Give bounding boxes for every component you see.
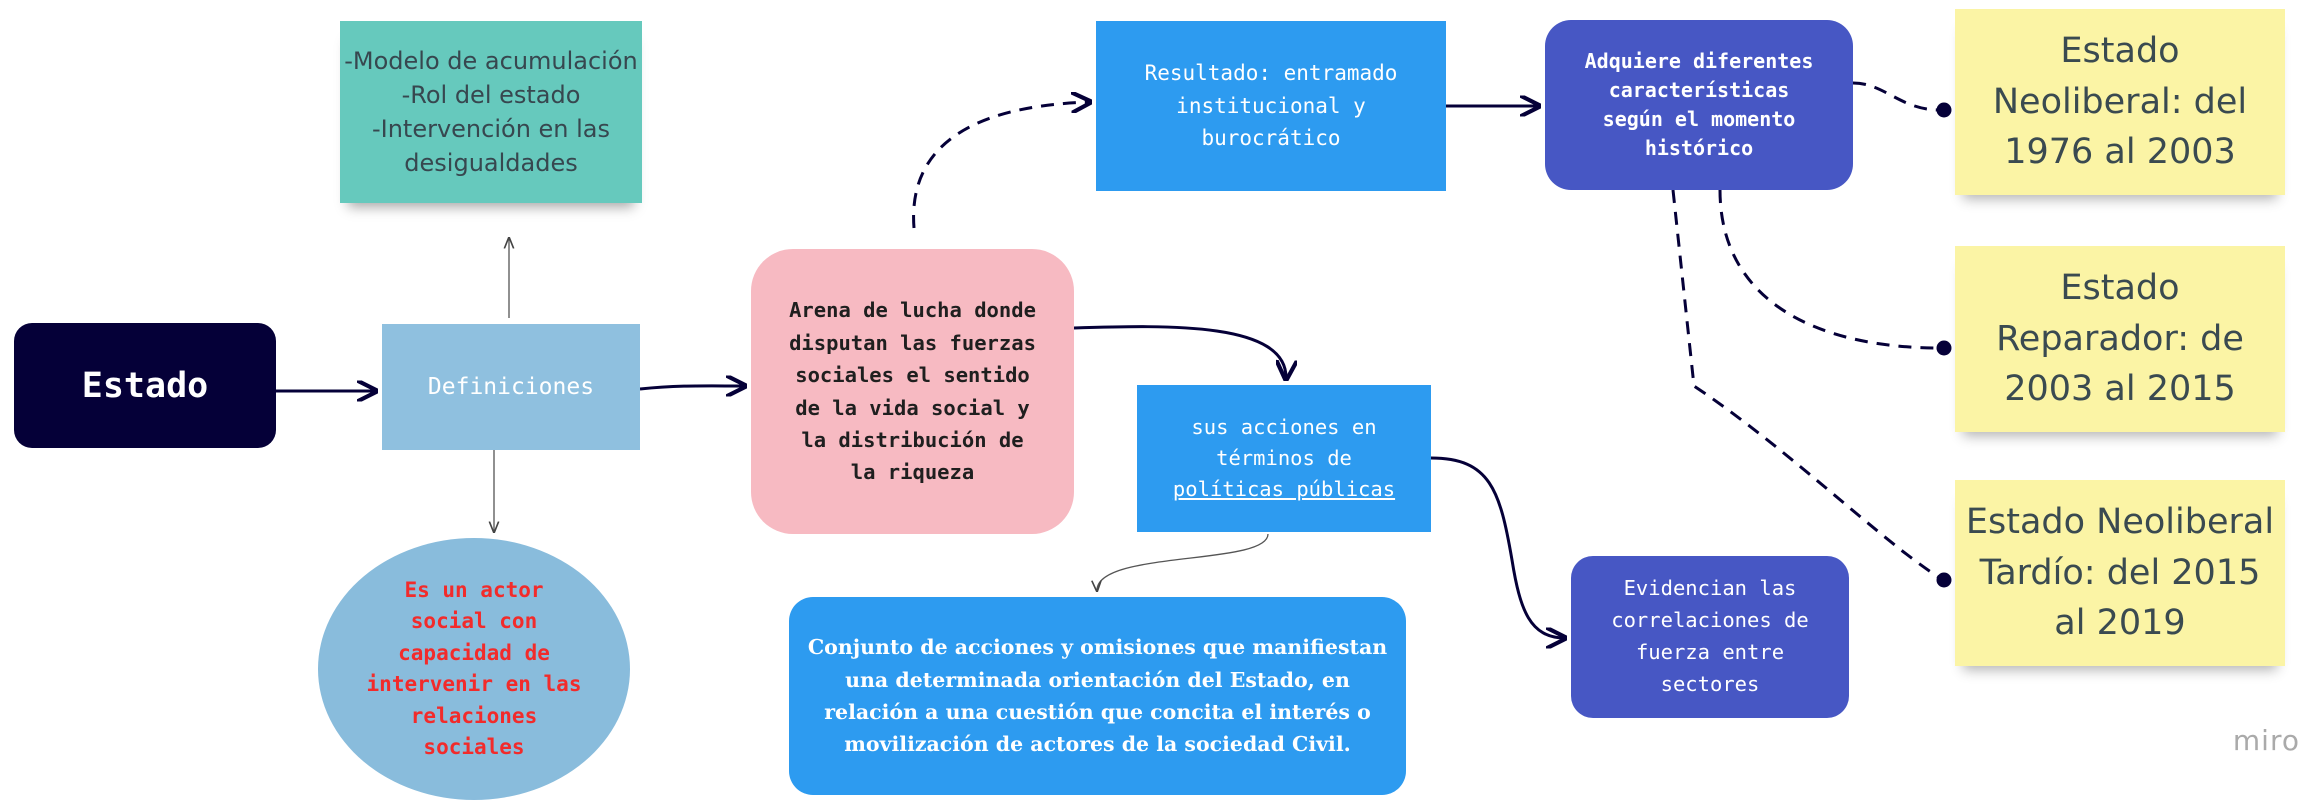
evidencian-node[interactable]: Evidencian las correlaciones de fuerza e… [1571, 556, 1849, 718]
connector-dot-2 [1936, 340, 1952, 356]
conjunto-node[interactable]: Conjunto de acciones y omisiones que man… [789, 597, 1406, 795]
estado-node[interactable]: Estado [14, 323, 276, 448]
politicas-publicas-link[interactable]: políticas públicas [1172, 476, 1396, 501]
connector-definiciones-arena [639, 386, 745, 389]
connector-adquiere-period-1 [1852, 81, 1941, 112]
period-sticky-neoliberal-tardio[interactable]: Estado Neoliberal Tardío: del 2015 al 20… [1955, 480, 2285, 666]
definitions-sticky-note[interactable]: -Modelo de acumulación -Rol del estado -… [340, 21, 642, 203]
resultado-node[interactable]: Resultado: entramado institucional y bur… [1096, 21, 1446, 191]
definiciones-node[interactable]: Definiciones [382, 324, 640, 450]
connector-acciones-conjunto [1097, 533, 1269, 591]
connector-acciones-evidencian [1430, 456, 1565, 638]
miro-logo: miro [2232, 724, 2300, 757]
connector-adquiere-period-3 [1671, 189, 1941, 580]
connector-dot-1 [1936, 102, 1952, 118]
connector-arena-acciones [1073, 325, 1286, 379]
arena-node[interactable]: Arena de lucha donde disputan las fuerza… [751, 249, 1074, 534]
adquiere-node[interactable]: Adquiere diferentes características segú… [1545, 20, 1853, 190]
acciones-text: sus acciones en términos de [1191, 415, 1377, 471]
period-sticky-neoliberal[interactable]: Estado Neoliberal: del 1976 al 2003 [1955, 9, 2285, 195]
connector-dot-3 [1936, 572, 1952, 588]
acciones-node[interactable]: sus acciones en términos de políticas pú… [1137, 385, 1431, 532]
connector-adquiere-period-2 [1718, 189, 1941, 350]
connector-arena-resultado [912, 102, 1090, 229]
period-sticky-reparador[interactable]: Estado Reparador: de 2003 al 2015 [1955, 246, 2285, 432]
actor-social-circle[interactable]: Es un actor social con capacidad de inte… [318, 538, 630, 800]
